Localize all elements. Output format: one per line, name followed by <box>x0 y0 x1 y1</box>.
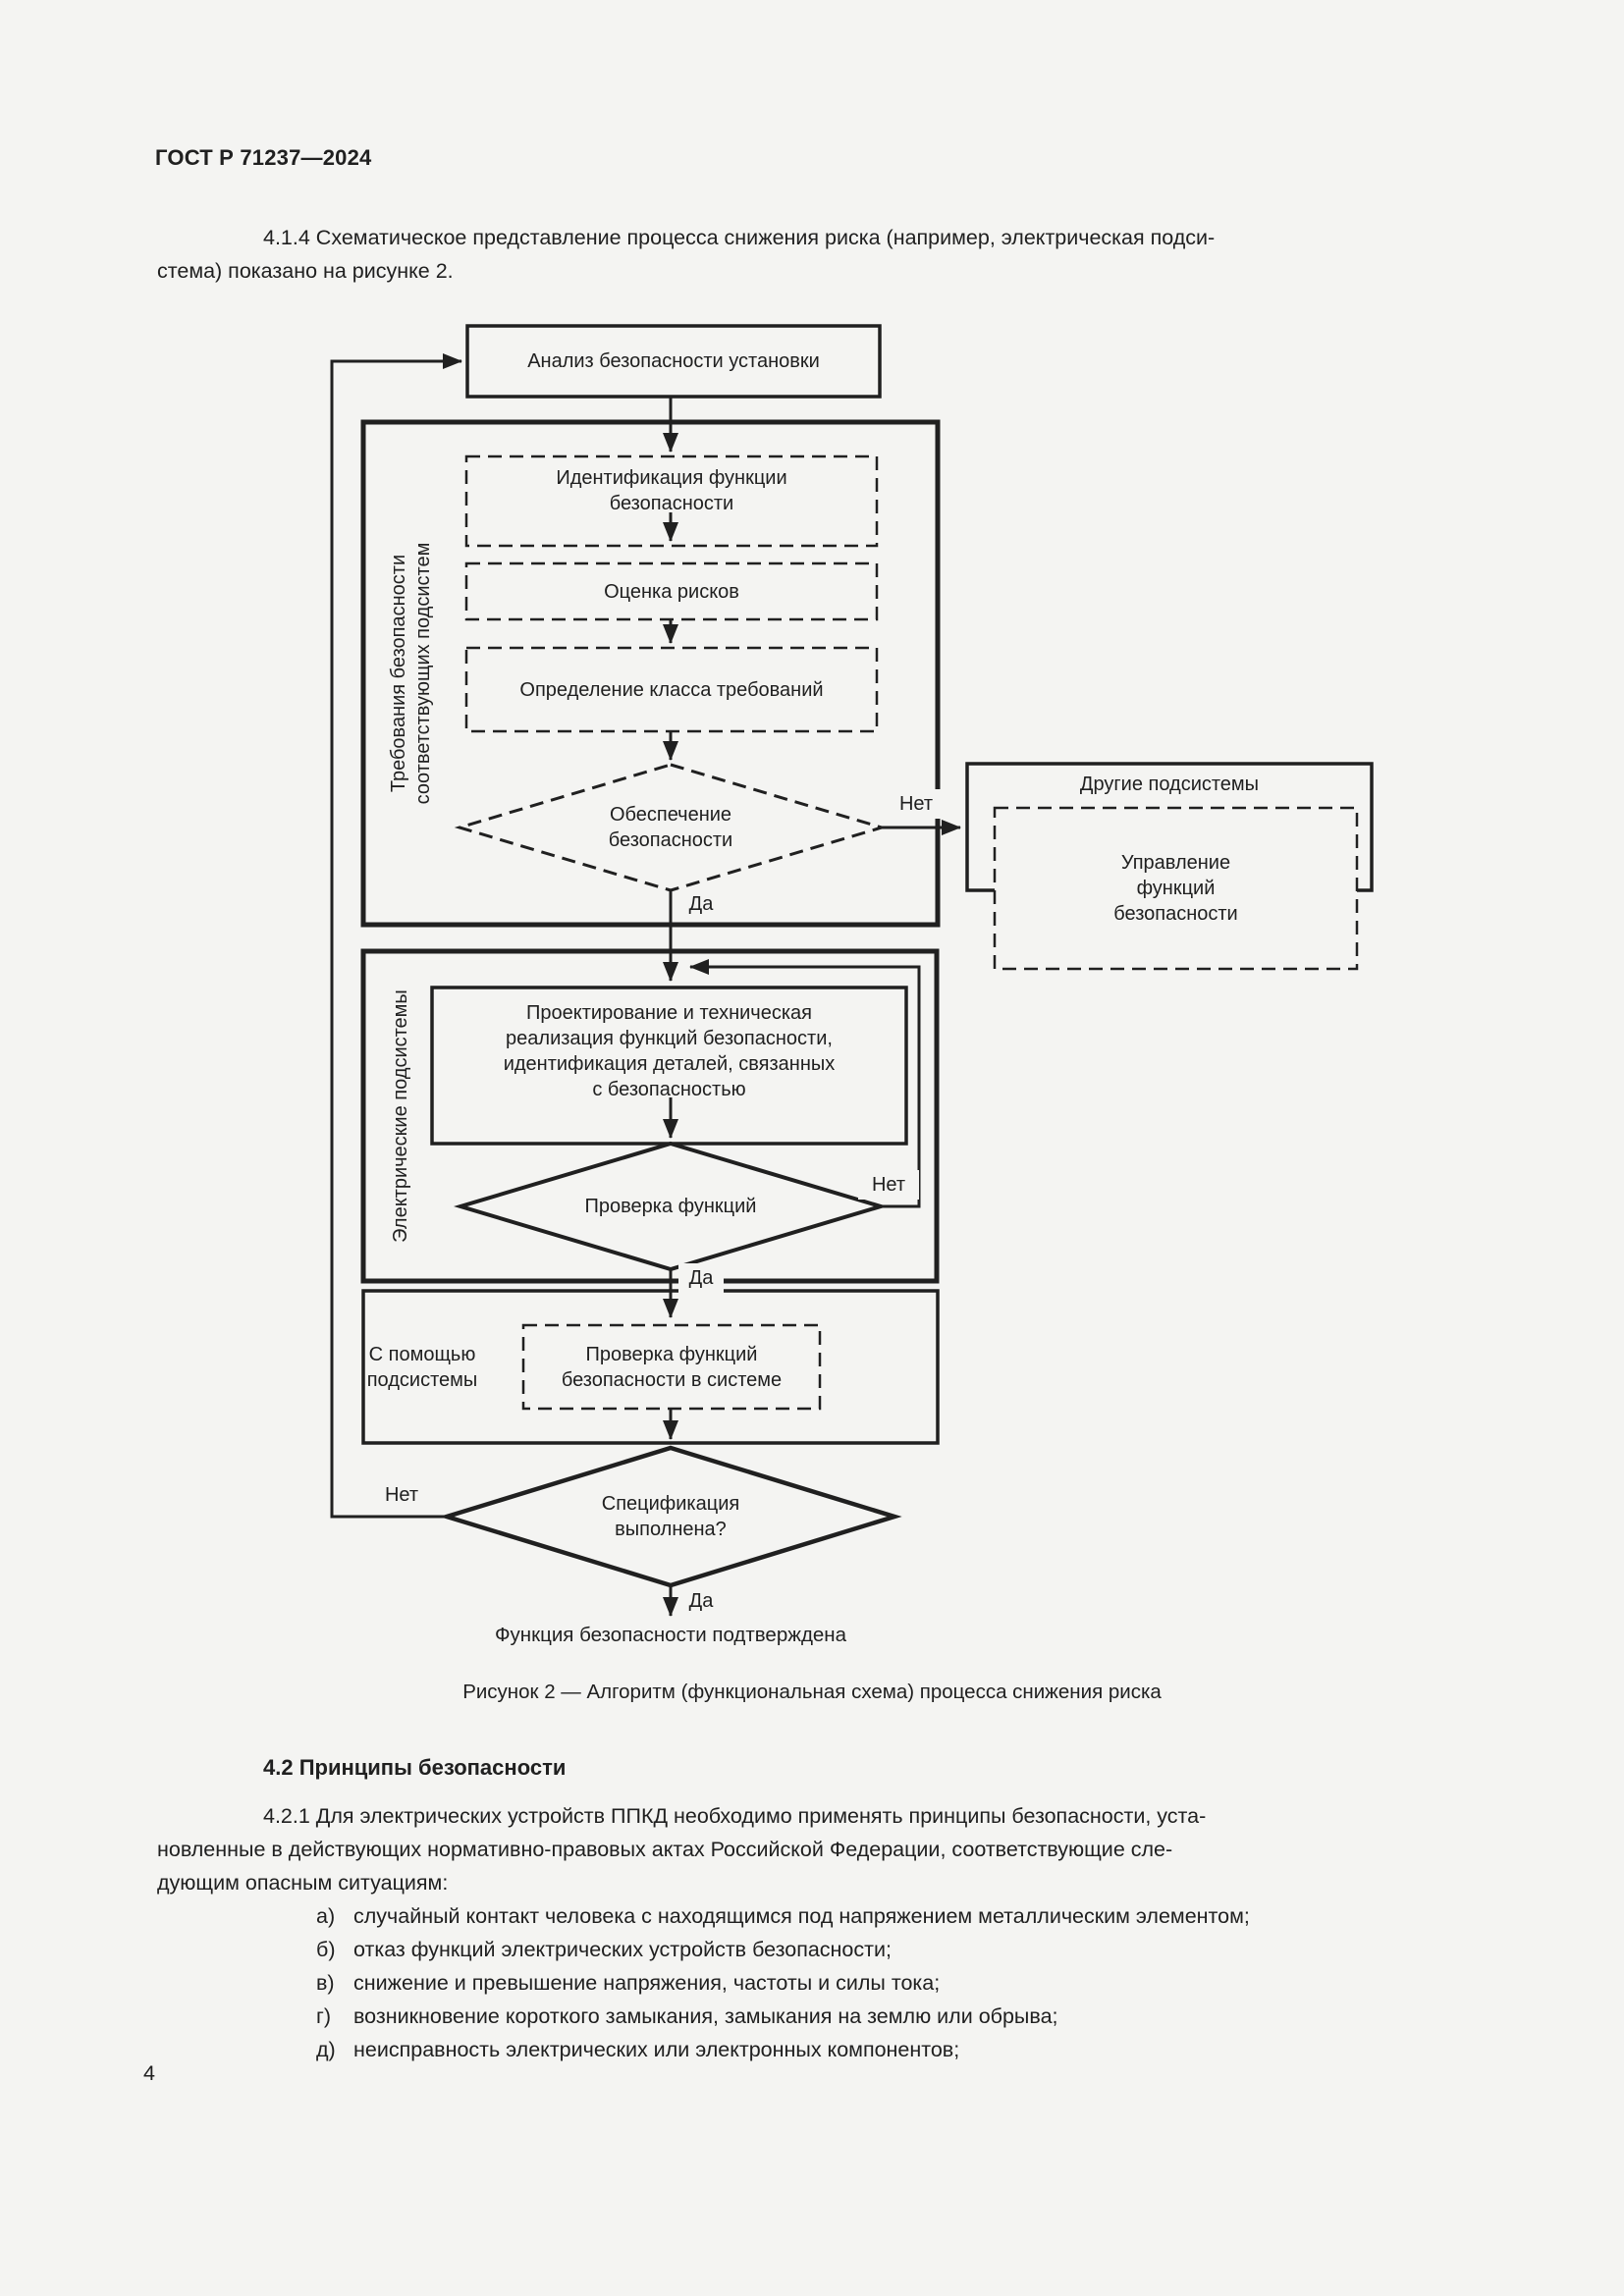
box-safety-control-outline <box>993 806 1359 971</box>
list-marker: а) <box>316 1904 336 1928</box>
node-safety-control: Управление функций безопасности <box>1113 852 1238 925</box>
label-with-subsystem: С помощью подсистемы <box>366 1344 478 1391</box>
label-requirements-group: Требования безопасности соответствующих … <box>388 542 434 805</box>
list-item: г) возникновение короткого замыкания, зам… <box>316 2004 1058 2029</box>
node-class-definition: Определение класса требований <box>519 678 824 701</box>
node-design: Проектирование и техническая реализация … <box>503 1002 836 1100</box>
box-identification-outline <box>464 454 879 548</box>
label-no-2: Нет <box>858 1170 919 1200</box>
list-item: б) отказ функций электрических устройств … <box>316 1938 892 1962</box>
node-system-check: Проверка функций безопасности в системе <box>561 1343 783 1391</box>
list-text: снижение и превышение напряжения, частот… <box>353 1971 941 1995</box>
figure-caption: Рисунок 2 — Алгоритм (функциональная схе… <box>462 1681 1162 1703</box>
label-electrical-group: Электрические подсистемы <box>390 989 411 1243</box>
para-4-1-4-line1: 4.1.4 Схематическое представление процес… <box>263 226 1216 249</box>
container-with-subsystem-outline <box>361 1289 940 1445</box>
node-safety-assurance: Обеспечение безопасности <box>608 804 733 851</box>
node-risk-assessment: Оценка рисков <box>604 580 739 603</box>
list-marker: г) <box>316 2004 332 2028</box>
node-confirmed: Функция безопасности подтверждена <box>494 1623 847 1646</box>
node-identification: Идентификация функции безопасности <box>556 467 787 514</box>
node-analysis: Анализ безопасности установки <box>527 350 820 372</box>
label-yes-2: Да <box>678 1263 724 1293</box>
container-requirements-outline <box>360 419 941 928</box>
list-text: отказ функций электрических устройств бе… <box>353 1938 892 1961</box>
label-yes-3: Да <box>678 1586 724 1616</box>
list-item: д) неисправность электрических или электр… <box>316 2038 959 2062</box>
section-4-2-heading: 4.2 Принципы безопасности <box>263 1755 567 1780</box>
para-4-2-1-line1: 4.2.1 Для электрических устройств ППКД н… <box>263 1804 1207 1828</box>
label-no-3: Нет <box>371 1480 432 1510</box>
list-marker: д) <box>316 2038 336 2061</box>
edge-no-function-check-loop <box>689 959 921 1208</box>
list-text: неисправность электрических или электрон… <box>353 2038 960 2061</box>
para-4-2-1-line3: дующим опасным ситуациям: <box>157 1871 449 1895</box>
node-function-check: Проверка функций <box>584 1196 757 1217</box>
label-no-1: Нет <box>885 789 947 819</box>
page-header: ГОСТ Р 71237—2024 <box>155 145 372 170</box>
list-item: а) случайный контакт человека с находящим… <box>316 1904 1250 1929</box>
page-number: 4 <box>143 2061 155 2085</box>
edge-no-spec-to-analysis <box>330 353 462 1519</box>
label-yes-1: Да <box>678 889 724 919</box>
list-marker: б) <box>316 1938 336 1961</box>
para-4-1-4-line2: стема) показано на рисунке 2. <box>157 259 454 283</box>
node-spec-fulfilled: Спецификация выполнена? <box>601 1493 740 1540</box>
node-other-subsystems: Другие подсистемы <box>1079 774 1260 795</box>
box-analysis-outline <box>465 324 882 399</box>
list-marker: в) <box>316 1971 335 1995</box>
container-electrical-outline <box>360 948 940 1284</box>
list-item: в) снижение и превышение напряжения, част… <box>316 1971 940 1996</box>
para-4-2-1-line2: новленные в действующих нормативно-право… <box>157 1838 1173 1861</box>
list-text: случайный контакт человека с находящимся… <box>353 1904 1250 1928</box>
list-text: возникновение короткого замыкания, замык… <box>353 2004 1058 2028</box>
